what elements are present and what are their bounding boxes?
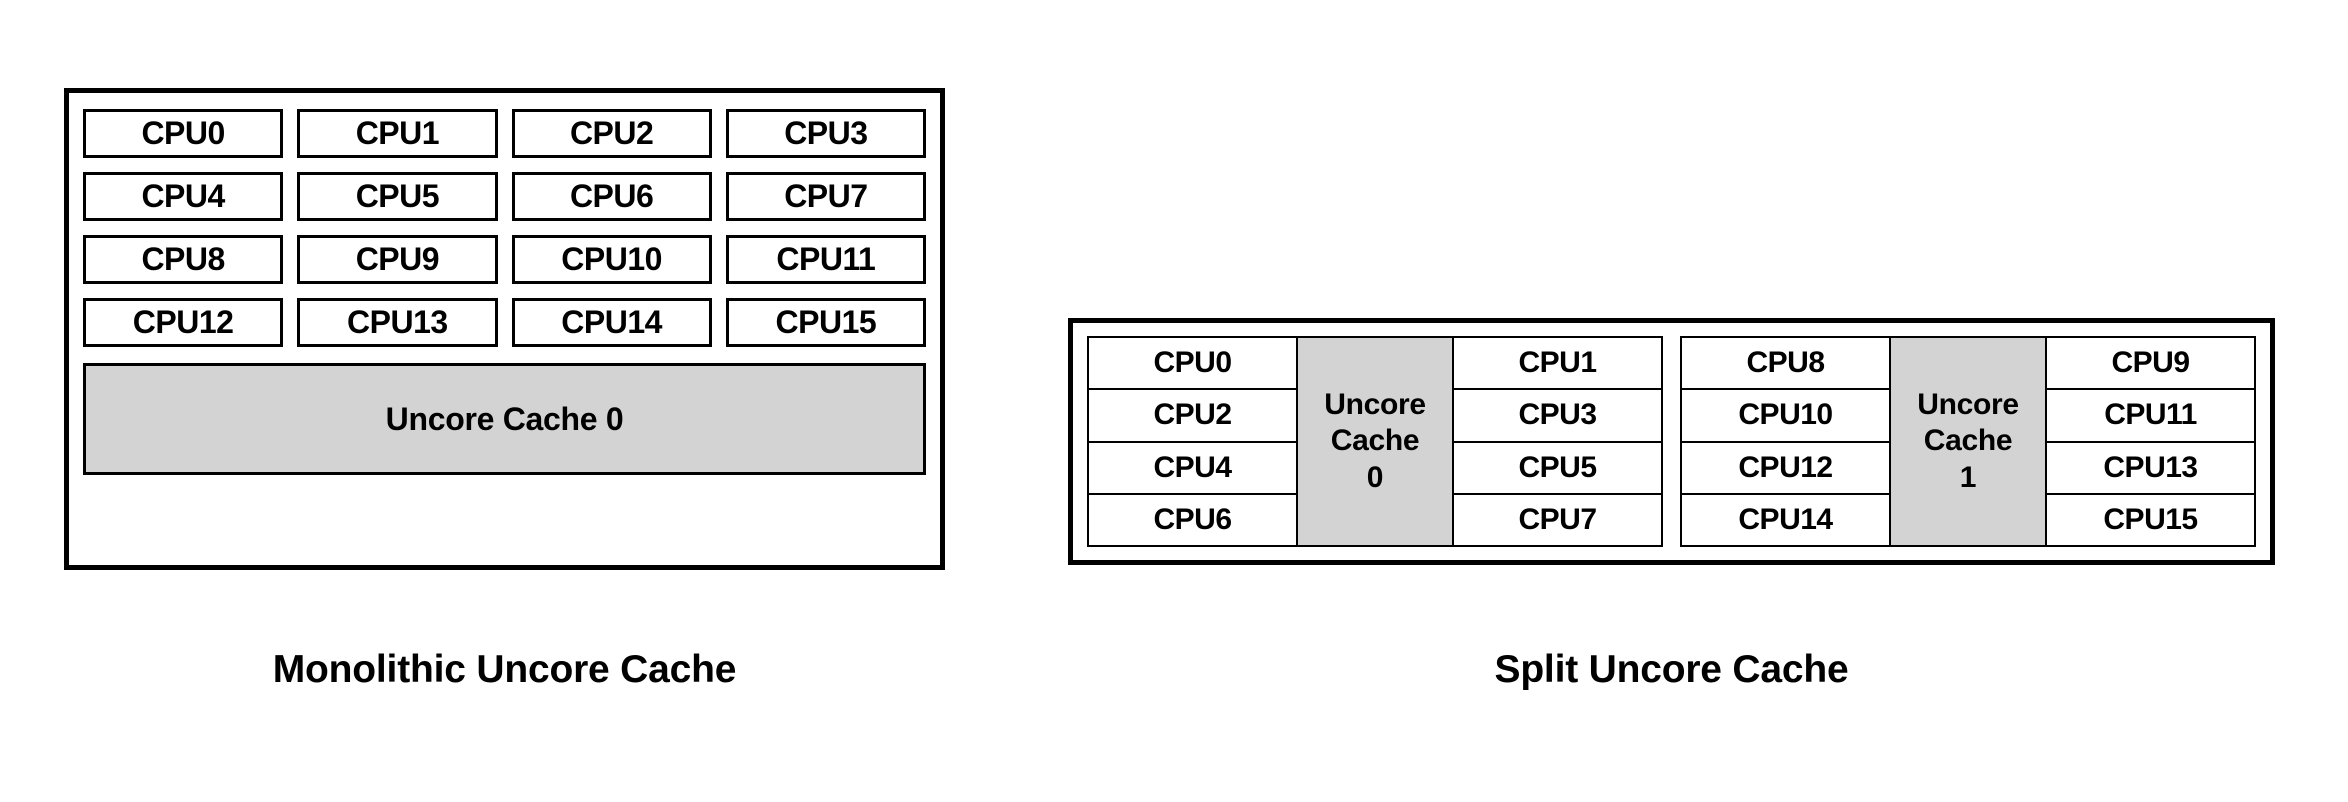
uncore-cache-block: Uncore Cache 1: [1889, 336, 2047, 547]
uncore-cache-label-line2: Cache: [1330, 424, 1420, 458]
cpu-label: CPU6: [569, 178, 654, 214]
cpu-box: CPU0: [83, 109, 284, 158]
cpu-cell: CPU0: [1087, 336, 1298, 391]
cpu-cell: CPU15: [2045, 492, 2256, 547]
uncore-cache-block: Uncore Cache 0: [1296, 336, 1454, 547]
monolithic-cpu-grid: CPU0 CPU1 CPU2 CPU3 CPU4 CPU5 CPU6 CPU7 …: [83, 109, 926, 347]
cpu-cell: CPU7: [1452, 492, 1663, 547]
cpu-cell: CPU9: [2045, 336, 2256, 391]
cpu-label: CPU7: [1518, 502, 1597, 536]
cpu-box: CPU9: [297, 235, 498, 284]
cpu-label: CPU10: [1738, 398, 1833, 432]
split-uncore-diagram: CPU0 CPU2 CPU4 CPU6 Uncore Cache 0 CPU1 …: [1068, 318, 2275, 565]
uncore-cache-label-line1: Uncore: [1917, 387, 2019, 421]
monolithic-uncore-diagram: CPU0 CPU1 CPU2 CPU3 CPU4 CPU5 CPU6 CPU7 …: [64, 88, 945, 570]
uncore-cache-label: Uncore Cache 0: [385, 400, 624, 437]
cpu-label: CPU1: [1518, 346, 1597, 380]
cpu-label: CPU11: [776, 241, 876, 277]
cpu-label: CPU4: [141, 178, 225, 214]
cpu-cell: CPU13: [2045, 440, 2256, 495]
cpu-label: CPU8: [1746, 346, 1825, 380]
cpu-column-left: CPU8 CPU10 CPU12 CPU14: [1680, 336, 1891, 547]
cpu-label: CPU3: [1518, 398, 1597, 432]
cpu-label: CPU6: [1153, 502, 1232, 536]
uncore-cache-label-line3: 1: [1959, 460, 1977, 494]
cpu-label: CPU5: [355, 178, 440, 214]
cpu-label: CPU11: [2104, 398, 2197, 432]
cpu-cell: CPU5: [1452, 440, 1663, 495]
cpu-box: CPU15: [725, 298, 926, 347]
cpu-box: CPU12: [83, 298, 284, 347]
uncore-cache-label-line3: 0: [1366, 460, 1384, 494]
cpu-label: CPU3: [784, 115, 868, 151]
cpu-box: CPU7: [725, 172, 926, 221]
cpu-box: CPU10: [511, 235, 712, 284]
cpu-label: CPU9: [355, 241, 440, 277]
cpu-label: CPU10: [561, 241, 662, 277]
split-caption: Split Uncore Cache: [1494, 648, 1849, 691]
cpu-label: CPU4: [1153, 450, 1232, 484]
cpu-label: CPU13: [347, 304, 448, 340]
uncore-cache-label-line2: Cache: [1923, 424, 2013, 458]
cpu-label: CPU7: [784, 178, 868, 214]
cpu-column-right: CPU1 CPU3 CPU5 CPU7: [1452, 336, 1663, 547]
cpu-box: CPU2: [511, 109, 712, 158]
cpu-label: CPU12: [132, 304, 234, 340]
cpu-label: CPU14: [561, 304, 662, 340]
cpu-box: CPU4: [83, 172, 284, 221]
monolithic-caption: Monolithic Uncore Cache: [272, 648, 737, 691]
cpu-label: CPU8: [141, 241, 225, 277]
cpu-label: CPU15: [2103, 502, 2198, 536]
cpu-label: CPU0: [141, 115, 225, 151]
cpu-cell: CPU11: [2045, 388, 2256, 443]
cpu-cell: CPU1: [1452, 336, 1663, 391]
cpu-box: CPU1: [297, 109, 498, 158]
cpu-label: CPU9: [2111, 346, 2190, 380]
cpu-cell: CPU8: [1680, 336, 1891, 391]
cpu-label: CPU5: [1518, 450, 1597, 484]
uncore-cache-block: Uncore Cache 0: [83, 363, 926, 475]
cpu-label: CPU1: [355, 115, 440, 151]
split-cluster-0: CPU0 CPU2 CPU4 CPU6 Uncore Cache 0 CPU1 …: [1087, 336, 1663, 547]
cpu-box: CPU6: [511, 172, 712, 221]
cpu-label: CPU2: [569, 115, 654, 151]
cpu-cell: CPU2: [1087, 388, 1298, 443]
cpu-column-left: CPU0 CPU2 CPU4 CPU6: [1087, 336, 1298, 547]
cpu-column-right: CPU9 CPU11 CPU13 CPU15: [2045, 336, 2256, 547]
uncore-cache-label-line1: Uncore: [1324, 387, 1426, 421]
cpu-box: CPU11: [725, 235, 926, 284]
cpu-cell: CPU3: [1452, 388, 1663, 443]
split-cluster-1: CPU8 CPU10 CPU12 CPU14 Uncore Cache 1 CP…: [1680, 336, 2256, 547]
cpu-cell: CPU4: [1087, 440, 1298, 495]
cpu-label: CPU13: [2103, 450, 2198, 484]
cpu-label: CPU2: [1153, 398, 1232, 432]
cpu-label: CPU14: [1738, 502, 1833, 536]
cpu-cell: CPU6: [1087, 492, 1298, 547]
cpu-box: CPU5: [297, 172, 498, 221]
cpu-cell: CPU12: [1680, 440, 1891, 495]
cpu-label: CPU15: [775, 304, 877, 340]
cpu-label: CPU0: [1153, 346, 1232, 380]
cpu-cell: CPU10: [1680, 388, 1891, 443]
cpu-box: CPU3: [725, 109, 926, 158]
cpu-cell: CPU14: [1680, 492, 1891, 547]
cpu-box: CPU14: [511, 298, 712, 347]
cpu-box: CPU13: [297, 298, 498, 347]
cpu-label: CPU12: [1738, 450, 1833, 484]
cpu-box: CPU8: [83, 235, 284, 284]
